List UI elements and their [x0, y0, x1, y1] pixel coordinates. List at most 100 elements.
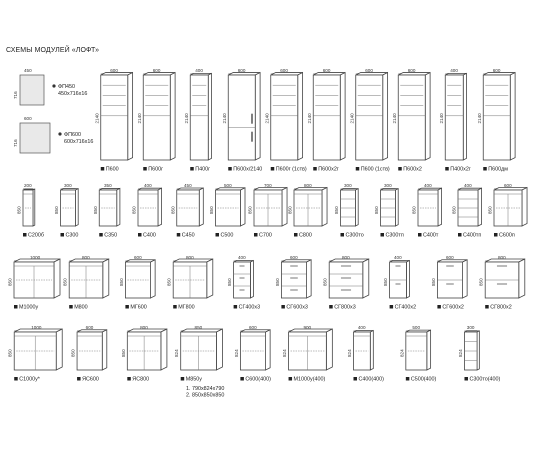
module-height: 850 — [452, 206, 457, 214]
module-label: С300то — [346, 233, 364, 239]
module-width: 400 — [144, 183, 152, 188]
module-label: П600х2г — [318, 167, 339, 173]
module-width: 800 — [304, 183, 312, 188]
bullet-icon — [58, 132, 62, 136]
bullet-icon — [60, 233, 64, 237]
module-label: С500(400) — [411, 377, 437, 383]
module-side — [395, 188, 399, 227]
module-side — [102, 258, 110, 299]
module-width: 350 — [104, 183, 112, 188]
bullet-icon — [458, 233, 462, 237]
module-width: 300 — [64, 183, 72, 188]
module-label: ЯС600 — [82, 377, 99, 383]
module-side — [306, 259, 312, 299]
module-label: С700 — [259, 233, 272, 239]
module-front — [189, 74, 209, 161]
module-П600 (1ств): 6002140П600 (1ств) — [349, 68, 390, 173]
bullet-icon — [23, 233, 27, 237]
module-width: 450 — [184, 183, 192, 188]
module-label: С300то(400) — [469, 377, 500, 383]
module-height: 2140 — [137, 113, 142, 124]
module-width: 600 — [365, 68, 373, 73]
module-top — [14, 328, 63, 333]
bullet-icon — [340, 233, 344, 237]
module-label: П600г — [148, 167, 163, 173]
module-width: 800 — [342, 255, 350, 260]
module-label: П600 — [106, 167, 119, 173]
module-side — [249, 259, 254, 299]
module-width: 300 — [384, 183, 392, 188]
module-height: 850 — [63, 278, 68, 286]
module-width: 600 — [323, 68, 331, 73]
module-height: 824 — [282, 349, 287, 357]
module-height: 2140 — [222, 113, 227, 124]
module-width: 600 — [110, 68, 118, 73]
module-side — [369, 329, 374, 371]
module-label: П600 (1ств) — [361, 167, 390, 173]
module-height: 850 — [121, 349, 126, 357]
module-side — [198, 187, 204, 227]
module-side — [55, 328, 63, 371]
panel-size: 450x716x16 — [58, 91, 87, 97]
module-top — [13, 258, 61, 263]
module-label: С400т — [423, 233, 439, 239]
module-front — [312, 74, 341, 161]
module-height: 850 — [479, 278, 484, 286]
module-width: 500 — [412, 325, 420, 330]
bullet-icon — [125, 305, 129, 309]
module-width: 600 — [280, 68, 288, 73]
bullet-icon — [418, 233, 422, 237]
module-label: М1000у — [19, 305, 38, 311]
bullet-icon — [483, 167, 487, 171]
bullet-icon — [190, 167, 194, 171]
module-label: СГ400х3 — [239, 305, 261, 311]
module-side — [518, 258, 526, 299]
bullet-icon — [494, 233, 498, 237]
module-label: СГ800х3 — [334, 305, 356, 311]
module-width: 600 — [134, 255, 142, 260]
bullet-icon — [313, 167, 317, 171]
note-line: 1. 790x824x790 — [186, 386, 224, 392]
module-height: 850 — [132, 206, 137, 214]
module-height: 850 — [227, 278, 232, 286]
module-side — [75, 188, 79, 227]
module-П600г (1ств): 6002140П600г (1ств) — [264, 68, 307, 173]
bullet-icon — [99, 233, 103, 237]
module-label: С400тп — [463, 233, 481, 239]
module-width: 600 — [249, 325, 257, 330]
module-height: 850 — [323, 278, 328, 286]
bullet-icon — [288, 377, 293, 381]
module-side — [521, 186, 528, 227]
module-height: 850 — [71, 349, 76, 357]
module-label: СГ600х3 — [286, 305, 308, 311]
panel-height: 716 — [13, 139, 18, 147]
module-height: 850 — [54, 206, 59, 214]
module-width: 400 — [195, 68, 203, 73]
module-side — [355, 188, 359, 227]
module-side — [281, 186, 288, 227]
module-side — [206, 258, 214, 299]
bullet-icon — [14, 305, 18, 309]
module-side — [254, 71, 261, 161]
module-front — [176, 189, 200, 227]
module-side — [101, 329, 108, 371]
module-width: 300 — [344, 183, 352, 188]
module-width: 400 — [358, 325, 366, 330]
module-height: 2140 — [94, 113, 99, 124]
